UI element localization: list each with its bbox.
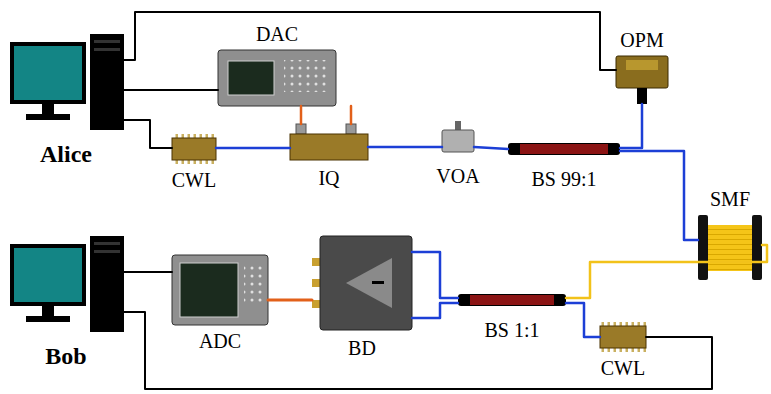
adc-node: ADC <box>172 255 268 325</box>
opm-port <box>637 88 647 104</box>
computer-node: Bob <box>8 236 124 336</box>
modulator-node: IQ <box>290 124 368 160</box>
splitter-body <box>458 294 566 306</box>
optical-fiber <box>566 303 600 337</box>
dac-buttons <box>284 60 328 92</box>
rf-cable <box>300 106 303 124</box>
bd-port <box>312 300 320 308</box>
rf-cable <box>268 299 312 302</box>
fiber-node: SMF <box>698 215 762 280</box>
laser-pins <box>172 160 216 164</box>
optical-fiber <box>620 151 698 240</box>
bd-port <box>312 279 320 287</box>
data-cable <box>124 271 172 273</box>
laser-pins <box>172 134 216 138</box>
voa-body <box>442 130 474 152</box>
component-label: BS 1:1 <box>484 320 539 340</box>
laser-body <box>172 138 216 160</box>
splitter-node: BS 1:1 <box>458 294 566 306</box>
optical-fiber <box>216 147 290 150</box>
splitter-body <box>508 143 620 155</box>
opm-face <box>626 60 658 70</box>
optical-fiber <box>368 146 442 149</box>
rf-cable <box>350 106 353 124</box>
data-cable <box>124 120 172 148</box>
spool-flange <box>698 215 708 280</box>
opm-body <box>616 56 668 88</box>
amplifier-symbol <box>346 258 392 308</box>
computer-node: Alice <box>8 34 124 134</box>
station-name: Alice <box>40 142 92 166</box>
laser-node: CWL <box>600 322 646 352</box>
component-label: DAC <box>256 24 298 44</box>
component-label: SMF <box>710 189 750 209</box>
rf-port <box>296 124 306 134</box>
laser-body <box>600 326 646 348</box>
laser-node: CWL <box>172 134 216 164</box>
optical-fiber <box>412 252 458 298</box>
component-label: IQ <box>318 168 339 188</box>
splitter-core <box>520 144 608 154</box>
bd-body <box>320 236 412 330</box>
splitter-node: BS 99:1 <box>508 143 620 155</box>
component-label: CWL <box>172 170 216 190</box>
opm-node: OPM <box>616 56 668 104</box>
component-label: BS 99:1 <box>531 169 596 189</box>
voa-knob <box>455 121 461 130</box>
data-cable <box>124 89 218 91</box>
data-cable <box>124 12 616 70</box>
optical-fiber <box>474 147 508 149</box>
alice-computer <box>10 34 124 130</box>
laser-pins <box>600 322 646 326</box>
component-label: CWL <box>601 358 645 378</box>
component-label: OPM <box>620 30 663 50</box>
rf-port <box>346 124 356 134</box>
detector-node: BD <box>312 236 412 330</box>
splitter-core <box>470 295 554 305</box>
component-label: VOA <box>436 166 479 186</box>
bd-port <box>312 258 320 266</box>
iq-body <box>290 134 368 160</box>
fiber-spool <box>708 225 752 271</box>
adc-buttons <box>244 264 262 304</box>
component-label: ADC <box>199 331 241 351</box>
attenuator-node: VOA <box>442 121 474 152</box>
bob-computer <box>10 236 124 332</box>
dac-screen <box>228 61 274 95</box>
laser-pins <box>600 348 646 352</box>
optical-fiber <box>412 303 458 318</box>
adc-screen <box>180 263 238 317</box>
optical-fiber <box>566 245 767 298</box>
spool-flange <box>752 215 762 280</box>
station-name: Bob <box>45 344 86 368</box>
minus-sign <box>372 281 384 284</box>
dac-body <box>218 50 336 106</box>
dac-node: DAC <box>218 50 336 106</box>
adc-body <box>172 255 268 325</box>
data-cable <box>124 312 712 389</box>
component-label: BD <box>348 338 376 358</box>
optical-fiber <box>620 104 642 148</box>
